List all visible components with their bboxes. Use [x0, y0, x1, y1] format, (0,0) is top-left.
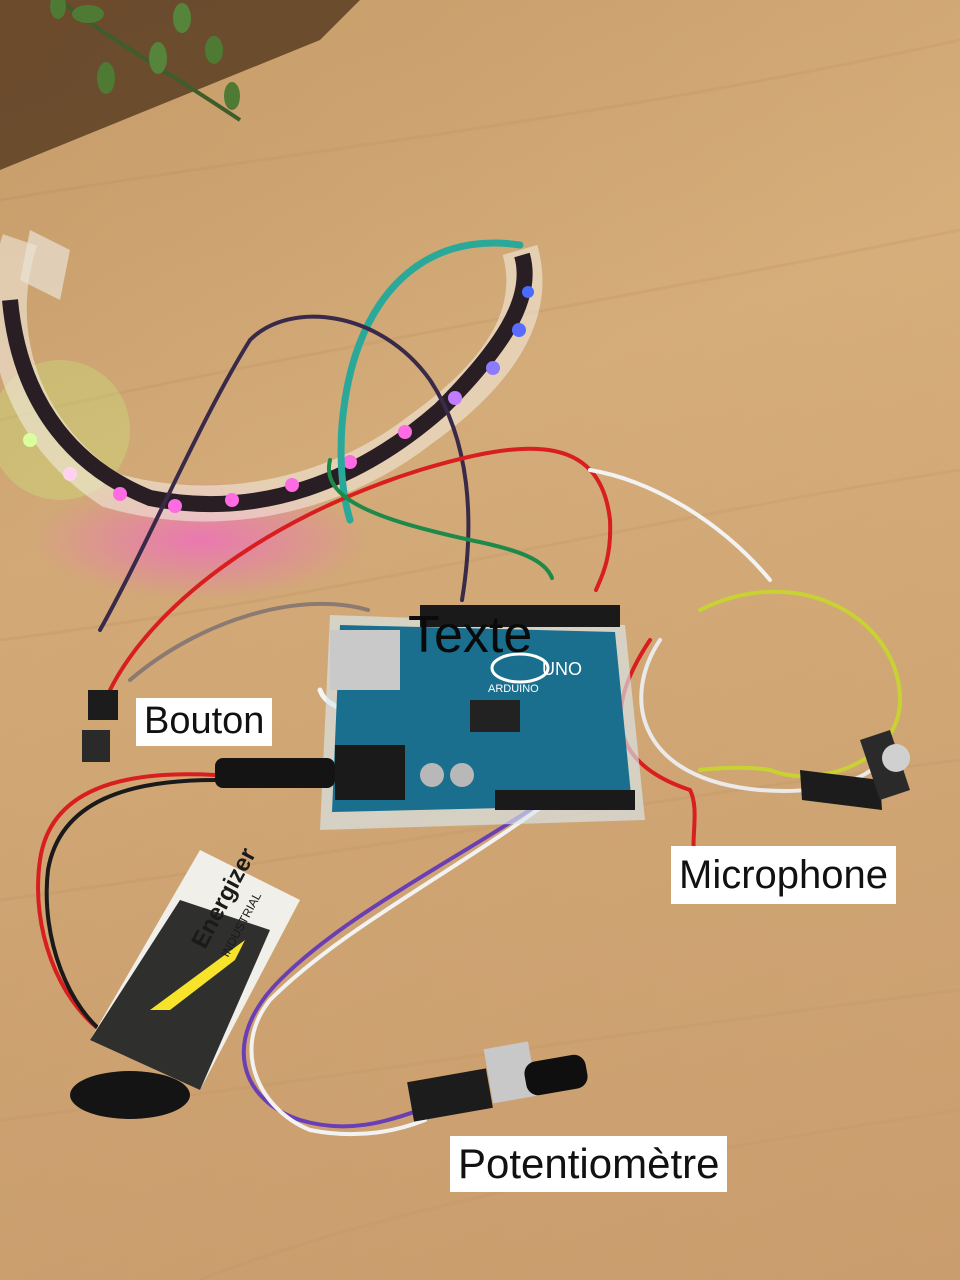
- annotation-microphone: Microphone: [671, 846, 897, 904]
- annotation-texte: Texte: [408, 606, 533, 664]
- annotation-bouton: Bouton: [136, 698, 273, 746]
- board-model-text: UNO: [542, 659, 582, 679]
- microphone-module: [800, 730, 910, 810]
- battery-9v: Energizer INDUSTRIAL: [70, 844, 300, 1119]
- board-brand-text: ARDUINO: [488, 683, 539, 695]
- potentiometer: [407, 1041, 588, 1122]
- led-strip: [0, 230, 543, 522]
- plant-corner: [0, 0, 360, 170]
- arduino-board: UNO ARDUINO: [320, 605, 645, 830]
- dc-jack: [215, 758, 335, 788]
- button-module: [82, 690, 118, 762]
- annotation-potentiometre: Potentiomètre: [450, 1136, 728, 1193]
- wires: [36, 239, 903, 1137]
